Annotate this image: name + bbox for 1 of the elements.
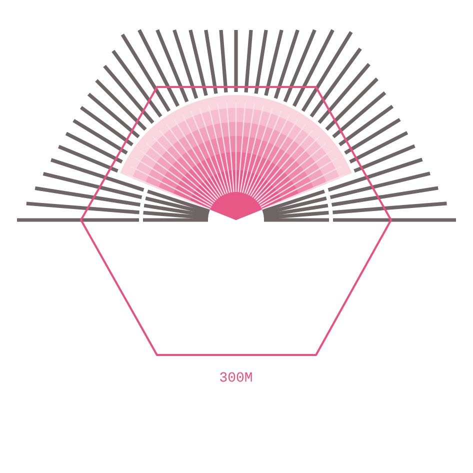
distance-label: 300M (220, 372, 252, 382)
